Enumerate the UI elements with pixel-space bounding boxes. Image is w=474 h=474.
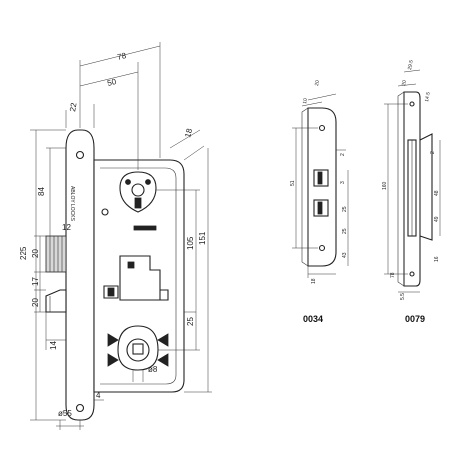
caption-0079: 0079 [405, 314, 425, 324]
strike-0034-screw-bottom [318, 244, 326, 252]
strike-0034-dim-f: 25 [342, 206, 348, 212]
strike-0034-dim-b: 10 [302, 98, 309, 105]
strike-plate-0079: 29.5 20 14.5 2 160 48 49 16 78 5.5 [382, 60, 441, 300]
faceplate-screw-top [75, 150, 85, 160]
strike-0034-latch-lip [317, 201, 323, 215]
strike-0034-dim-d: 2 [340, 153, 346, 156]
strike-0079-dim-a: 29.5 [407, 60, 415, 71]
mortise-lock-drawing: ABLOY LOCKS [45, 129, 185, 421]
dim-12: 12 [62, 223, 71, 232]
dim-dia-8: ø8 [148, 365, 158, 374]
dim-225: 225 [19, 246, 28, 260]
dim-dia-55: ø55 [58, 409, 72, 418]
dim-14: 14 [49, 341, 58, 350]
upper-pin-right [145, 179, 151, 185]
strike-0034-dim-h: 43 [342, 252, 348, 258]
faceplate-brand-text: ABLOY LOCKS [69, 186, 75, 222]
main-lock-dimensions: 78 50 22 18 225 84 12 20 17 20 [19, 42, 212, 430]
caption-0034: 0034 [303, 314, 323, 324]
spring-housing [103, 285, 119, 299]
upper-pin-left [125, 179, 131, 185]
strike-0079-screw-bottom [409, 271, 415, 277]
strike-0079-dim-g: 49 [434, 216, 440, 222]
latch-lever [160, 289, 169, 301]
strike-0079-dim-b: 20 [401, 80, 408, 87]
strike-0034-dim-g: 25 [342, 228, 348, 234]
deadbolt [45, 235, 67, 273]
dim-78: 78 [116, 51, 127, 62]
strike-0034-dim-i: 18 [311, 278, 317, 284]
strike-0034-bolt-opening [313, 169, 329, 187]
bolt-slot [133, 225, 157, 231]
strike-0079-box [419, 133, 433, 241]
follower-hub [126, 338, 150, 362]
latch-bolt [45, 289, 67, 313]
dim-4: 4 [96, 391, 101, 400]
faceplate-screw-bottom [75, 403, 85, 413]
strike-plate-0034: 20 10 51 2 3 25 25 43 18 [290, 80, 349, 284]
upper-spindle-hole [131, 183, 145, 197]
spring-block [107, 287, 115, 297]
strike-0079-dim-d: 2 [430, 151, 436, 154]
strike-0079-screw-top [409, 101, 415, 107]
strike-0079-dim-e: 160 [382, 181, 388, 190]
strike-0034-plate [307, 107, 337, 267]
latch-mechanism [119, 255, 161, 301]
upper-cam [134, 197, 142, 209]
strike-0034-latch-opening [313, 199, 329, 217]
dim-22: 22 [68, 101, 79, 112]
strike-0079-dim-f: 48 [434, 190, 440, 196]
lock-body [93, 159, 185, 393]
strike-0034-bolt-lip [317, 171, 323, 185]
body-screw-1 [101, 208, 109, 216]
strike-0079-dim-i: 78 [390, 272, 396, 278]
follower-arm-left-lower [107, 353, 119, 367]
dim-18: 18 [183, 127, 194, 138]
dim-20-latch: 20 [31, 298, 40, 307]
dim-105: 105 [186, 236, 195, 250]
upper-cylinder-housing [119, 171, 157, 213]
dim-84: 84 [37, 187, 46, 196]
mechanism-pin [127, 261, 135, 269]
follower-arm-right [157, 333, 169, 347]
strike-0079-dim-c: 14.5 [424, 92, 432, 103]
strike-0034-dim-e: 3 [340, 181, 346, 184]
strike-0079-dim-j: 5.5 [400, 293, 406, 300]
dim-25: 25 [186, 317, 195, 326]
spindle-square [132, 343, 144, 355]
strike-0034-screw-top [318, 124, 326, 132]
dim-17: 17 [31, 277, 40, 286]
lock-faceplate [65, 129, 95, 421]
dim-20-deadbolt: 20 [31, 249, 40, 258]
strike-0079-dim-h: 16 [434, 256, 440, 262]
follower-arm-left [107, 333, 119, 347]
dim-151: 151 [198, 231, 207, 245]
dim-50: 50 [106, 77, 117, 88]
follower-arm-right-lower [157, 353, 169, 367]
strike-0034-dim-a: 20 [314, 80, 321, 87]
strike-0034-dim-c: 51 [290, 180, 296, 186]
